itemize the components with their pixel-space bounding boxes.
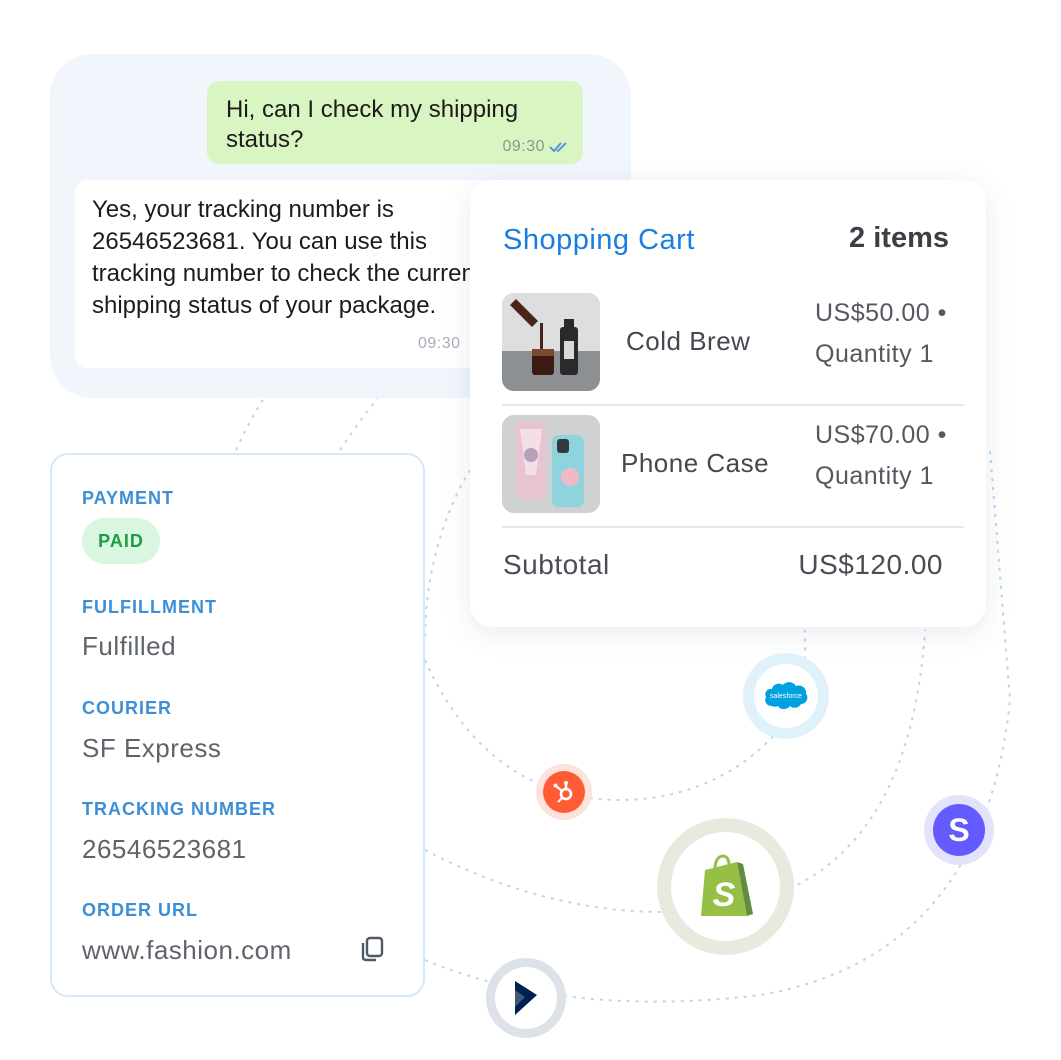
- salesforce-label: salesforce: [770, 693, 802, 700]
- shopping-cart-card: Shopping Cart 2 items Cold Brew US$50.00…: [470, 180, 986, 627]
- hubspot-integration[interactable]: [536, 764, 592, 820]
- salesforce-icon: salesforce: [765, 682, 808, 709]
- shopify-integration[interactable]: S: [657, 818, 794, 955]
- cold-brew-quantity: Quantity 1: [815, 340, 934, 368]
- shopify-icon: S: [700, 853, 753, 916]
- subtotal-value: US$120.00: [798, 549, 943, 580]
- double-check-icon: [549, 142, 567, 153]
- cart-title: Shopping Cart: [503, 224, 695, 256]
- phone-case-price: US$70.00 •: [815, 421, 947, 449]
- order-url-label: ORDER URL: [82, 900, 198, 920]
- subtotal-label: Subtotal: [503, 549, 610, 580]
- phone-case-name: Phone Case: [621, 448, 770, 478]
- order-url-value[interactable]: www.fashion.com: [82, 935, 292, 965]
- phone-case-image: [502, 415, 600, 513]
- cold-brew-name: Cold Brew: [626, 326, 751, 356]
- tracking-number-label: TRACKING NUMBER: [82, 799, 276, 819]
- tracking-number-value: 26546523681: [82, 834, 247, 864]
- payment-status-badge: PAID: [82, 518, 160, 564]
- cold-brew-image: [502, 293, 600, 391]
- incoming-message-time: 09:30: [418, 335, 461, 352]
- salesforce-integration[interactable]: salesforce: [743, 653, 829, 739]
- fulfillment-value: Fulfilled: [82, 631, 177, 661]
- svg-text:S: S: [712, 876, 735, 914]
- cart-item-phone-case[interactable]: Phone Case US$70.00 • Quantity 1: [502, 406, 964, 528]
- hubspot-icon: [553, 781, 573, 803]
- stripe-integration[interactable]: S: [924, 795, 994, 865]
- outgoing-message-time: 09:30: [502, 138, 545, 155]
- courier-value: SF Express: [82, 733, 222, 763]
- dynamics-integration[interactable]: [486, 958, 566, 1038]
- phone-case-quantity: Quantity 1: [815, 462, 934, 490]
- cart-item-count: 2 items: [849, 222, 949, 254]
- fulfillment-label: FULFILLMENT: [82, 597, 217, 617]
- copy-icon[interactable]: [358, 935, 386, 963]
- outgoing-message-text: Hi, can I check my shipping status?: [226, 96, 519, 153]
- dynamics-icon: [515, 981, 537, 1015]
- cold-brew-price: US$50.00 •: [815, 299, 947, 327]
- stripe-icon: S: [948, 811, 970, 848]
- incoming-message: Yes, your tracking number is 26546523681…: [75, 180, 495, 368]
- incoming-message-text: Yes, your tracking number is 26546523681…: [92, 196, 482, 319]
- payment-label: PAYMENT: [82, 488, 175, 508]
- courier-label: COURIER: [82, 698, 173, 718]
- outgoing-message: Hi, can I check my shipping status? 09:3…: [207, 81, 583, 164]
- cart-item-cold-brew[interactable]: Cold Brew US$50.00 • Quantity 1: [502, 284, 964, 406]
- order-details-card: PAYMENT PAID FULFILLMENT Fulfilled COURI…: [50, 453, 425, 997]
